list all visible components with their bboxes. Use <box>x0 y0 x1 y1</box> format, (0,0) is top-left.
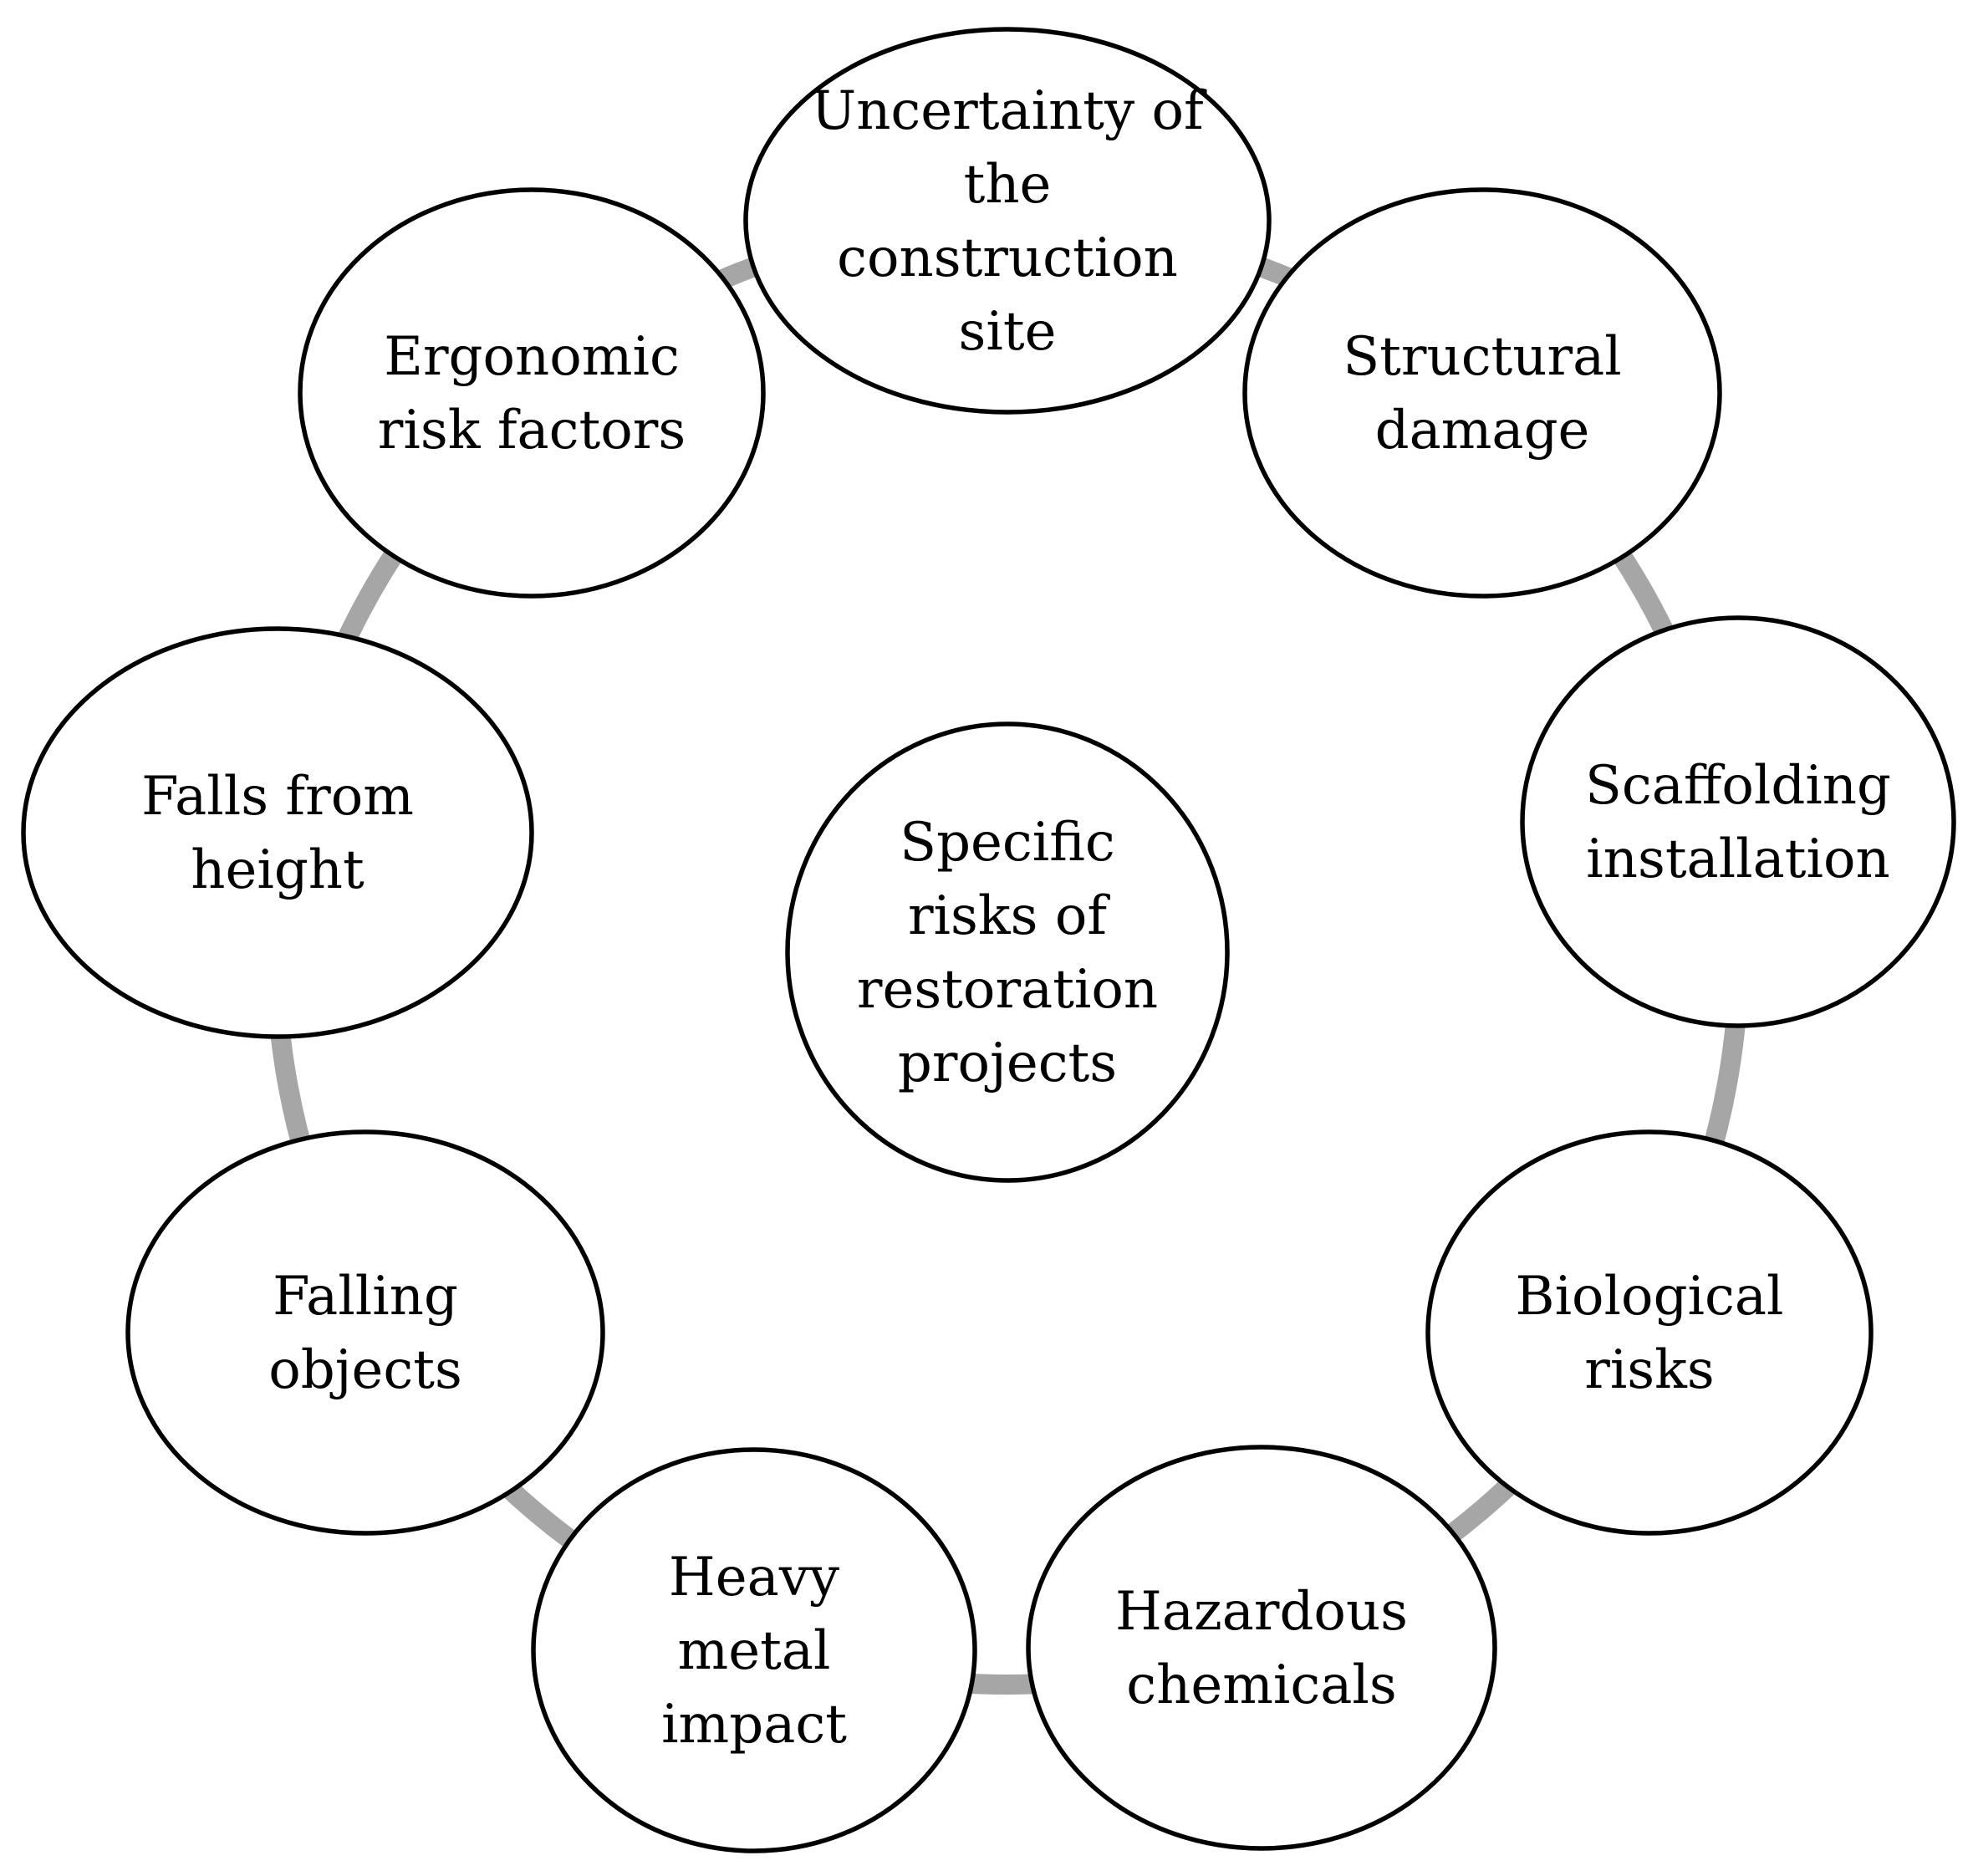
center-specific-risks-shape <box>785 721 1230 1183</box>
node-scaffolding-installation: Scaffolding installation <box>1520 615 1956 1028</box>
node-hazardous-chemicals-label-line: chemicals <box>1126 1654 1396 1716</box>
node-ergonomic-risk-factors-shape <box>298 187 766 599</box>
node-uncertainty-of-construction-site-shape <box>743 27 1272 415</box>
node-falls-from-height-shape <box>21 626 534 1039</box>
node-falls-from-height-label-line: Falls from <box>141 766 414 828</box>
center-specific-risks-label-line: restoration <box>857 959 1158 1021</box>
node-heavy-metal-impact-shape <box>531 1447 977 1853</box>
node-ergonomic-risk-factors-label-line: Ergonomic <box>384 326 680 388</box>
node-biological-risks-label-line: risks <box>1584 1339 1715 1401</box>
node-falling-objects-label-line: Falling <box>273 1266 458 1328</box>
node-scaffolding-installation-label-line: installation <box>1586 828 1889 890</box>
node-structural-damage-label-line: damage <box>1375 400 1590 461</box>
node-scaffolding-installation-shape <box>1520 615 1956 1028</box>
node-structural-damage-label-line: Structural <box>1343 326 1621 388</box>
node-biological-risks-shape <box>1425 1129 1874 1536</box>
node-heavy-metal-impact-label-line: impact <box>661 1694 847 1756</box>
node-biological-risks-label-line: Biological <box>1516 1266 1784 1328</box>
node-structural-damage-shape <box>1242 187 1722 599</box>
node-falls-from-height: Falls from height <box>21 626 534 1039</box>
node-ergonomic-risk-factors-label-line: risk factors <box>378 400 686 461</box>
risk-nodes: Uncertainty of the construction site Structu… <box>21 27 1956 1853</box>
node-ergonomic-risk-factors: Ergonomic risk factors <box>298 187 766 599</box>
node-hazardous-chemicals-label-line: Hazardous <box>1115 1581 1408 1643</box>
node-uncertainty-of-construction-site-label-line: Uncertainty of <box>811 80 1207 142</box>
node-falling-objects-shape <box>125 1129 605 1536</box>
node-falling-objects-label-line: objects <box>268 1339 462 1401</box>
node-heavy-metal-impact-label-line: metal <box>678 1620 831 1682</box>
node-uncertainty-of-construction-site-label-line: the <box>964 154 1052 216</box>
node-hazardous-chemicals: Hazardous chemicals <box>1026 1445 1497 1851</box>
node-falls-from-height-label-line: height <box>191 839 365 901</box>
node-falling-objects: Falling objects <box>125 1129 605 1536</box>
center-specific-risks-label-line: Specific <box>900 812 1115 874</box>
node-uncertainty-of-construction-site-label-line: construction <box>837 227 1178 289</box>
center-specific-risks-label-line: projects <box>898 1032 1117 1094</box>
node-hazardous-chemicals-shape <box>1026 1445 1497 1851</box>
node-biological-risks: Biological risks <box>1425 1129 1874 1536</box>
node-heavy-metal-impact: Heavy metal impact <box>531 1447 977 1853</box>
node-uncertainty-of-construction-site: Uncertainty of the construction site <box>743 27 1272 415</box>
node-structural-damage: Structural damage <box>1242 187 1722 599</box>
node-heavy-metal-impact-label-line: Heavy <box>669 1547 839 1608</box>
center-specific-risks-label-line: risks of <box>908 885 1110 947</box>
center-node: Specific risks of restoration projects <box>785 721 1230 1183</box>
center-specific-risks: Specific risks of restoration projects <box>785 721 1230 1183</box>
node-scaffolding-installation-label-line: Scaffolding <box>1585 755 1891 817</box>
node-uncertainty-of-construction-site-label-line: site <box>959 301 1057 363</box>
